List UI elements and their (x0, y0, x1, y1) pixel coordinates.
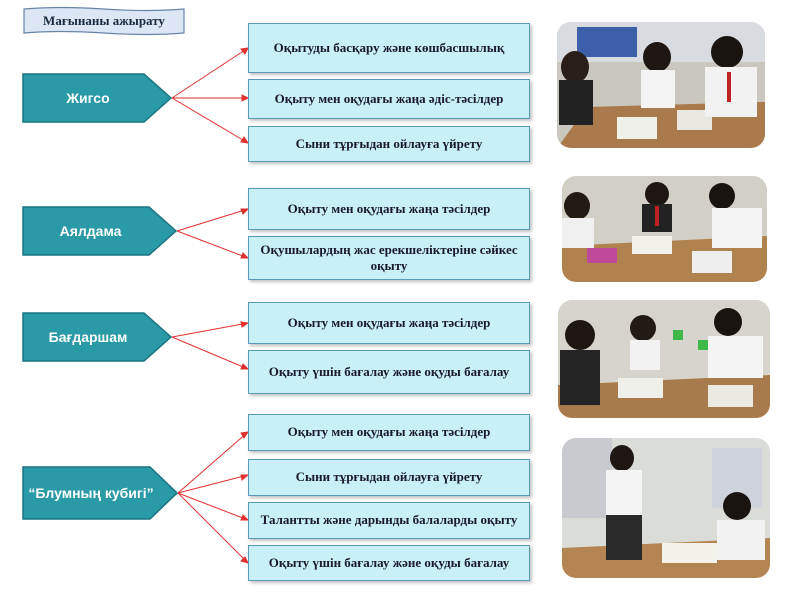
banner-text: Мағынаны ажырату (43, 13, 165, 28)
title-banner: Мағынаны ажырату (20, 6, 188, 36)
method-label: Жигсо (66, 89, 110, 106)
method-arrow-jigsaw: Жигсо (22, 73, 172, 123)
item-box: Оқушылардың жас ерекшеліктеріне сәйкес о… (248, 236, 530, 280)
item-box: Оқыту мен оқудағы жаңа тәсілдер (248, 302, 530, 344)
classroom-photo-1 (557, 22, 765, 148)
method-label: Аялдама (59, 222, 122, 239)
method-arrow-bloom-cube: “Блумның кубигі” (22, 466, 178, 520)
item-box: Оқыту мен оқудағы жаңа әдіс-тәсілдер (248, 79, 530, 119)
method-label: Бағдаршам (48, 328, 128, 345)
item-box: Сыни тұрғыдан ойлауға үйрету (248, 126, 530, 162)
item-box: Оқыту мен оқудағы жаңа тәсілдер (248, 188, 530, 230)
classroom-photo-2 (562, 176, 767, 282)
item-box: Оқыту мен оқудағы жаңа тәсілдер (248, 414, 530, 451)
classroom-photo-4 (562, 438, 770, 578)
method-arrow-stop: Аялдама (22, 206, 177, 256)
item-box: Сыни тұрғыдан ойлауға үйрету (248, 459, 530, 496)
item-box: Оқыту үшін бағалау және оқуды бағалау (248, 350, 530, 394)
classroom-photo-3 (558, 300, 770, 418)
item-box: Оқыту үшін бағалау және оқуды бағалау (248, 545, 530, 581)
method-label: “Блумның кубигі” (28, 484, 154, 501)
method-arrow-traffic-light: Бағдаршам (22, 312, 172, 362)
item-box: Оқытуды басқару және көшбасшылық (248, 23, 530, 73)
item-box: Талантты және дарынды балаларды оқыту (248, 502, 530, 539)
